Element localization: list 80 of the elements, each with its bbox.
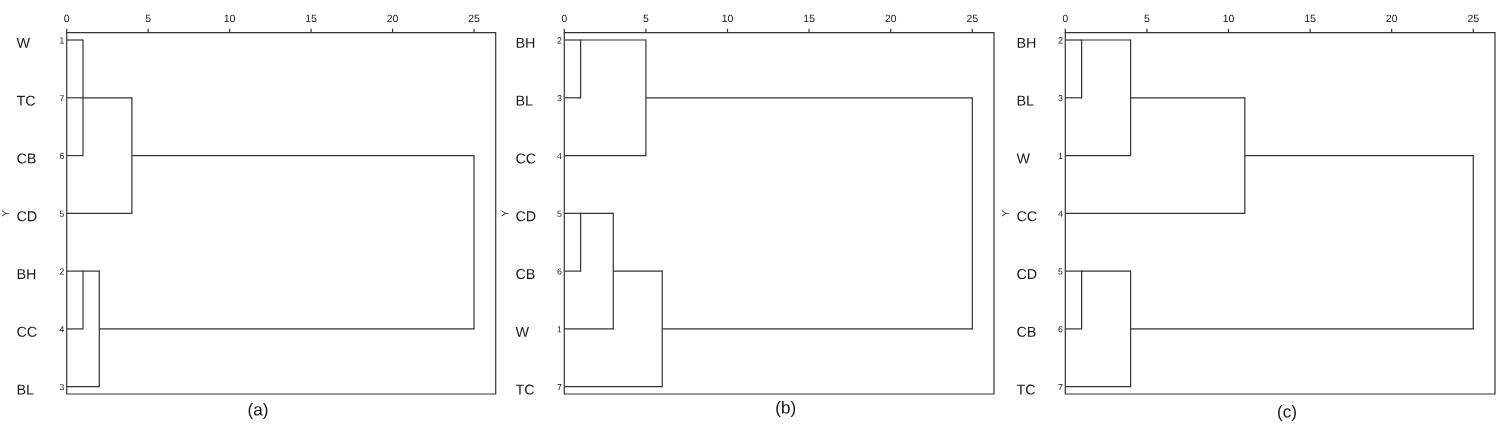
branch-line bbox=[1064, 39, 1083, 41]
leaf-label: CD 5 bbox=[17, 210, 64, 222]
branch-line bbox=[563, 212, 582, 214]
leaf-label: BL 3 bbox=[17, 383, 64, 395]
branch-line bbox=[1064, 386, 1132, 388]
branch-line bbox=[66, 270, 84, 272]
branch-line bbox=[661, 328, 973, 330]
branch-line bbox=[66, 154, 84, 157]
leaf-label: CC 4 bbox=[1017, 210, 1063, 222]
branch-line bbox=[1244, 154, 1474, 157]
branch-line bbox=[1064, 212, 1246, 214]
branch-line bbox=[82, 97, 133, 99]
tick-label: 10 bbox=[1223, 14, 1234, 23]
branch-line bbox=[563, 154, 647, 157]
branch-line bbox=[563, 39, 582, 41]
tick-label: 10 bbox=[722, 14, 733, 23]
branch-line bbox=[1064, 97, 1083, 99]
leaf-label: BL 3 bbox=[516, 95, 562, 106]
leaf-label: TC 7 bbox=[1016, 384, 1063, 395]
tick-label: 15 bbox=[804, 14, 815, 23]
tick-label: 15 bbox=[1305, 14, 1316, 23]
leaf-label: CB 6 bbox=[1017, 326, 1063, 337]
branch-line bbox=[645, 97, 973, 99]
tick-label: 5 bbox=[145, 14, 151, 23]
leaf-label: CD 5 bbox=[516, 210, 562, 222]
leaf-label: TC 7 bbox=[515, 384, 562, 395]
branch-line bbox=[1064, 270, 1083, 272]
branch-line bbox=[612, 270, 663, 272]
tick-label: 20 bbox=[1386, 14, 1398, 23]
leaf-label: BL 3 bbox=[1017, 95, 1063, 106]
axis-label: Y bbox=[1002, 210, 1009, 217]
branch-line bbox=[563, 386, 663, 388]
leaf-label: CB 6 bbox=[17, 152, 64, 164]
branch-line bbox=[1064, 328, 1083, 330]
panel-caption: (a) bbox=[248, 403, 268, 419]
tick-label: 25 bbox=[468, 14, 480, 23]
branch-line bbox=[1130, 97, 1246, 99]
leaf-label: BH 2 bbox=[17, 268, 64, 279]
branch-line bbox=[563, 97, 582, 99]
leaf-label: CC 4 bbox=[17, 326, 65, 337]
tick-label: 15 bbox=[306, 14, 317, 23]
leaf-label: CB 6 bbox=[516, 268, 562, 280]
leaf-label: W 1 bbox=[16, 37, 64, 48]
axis-label: Y bbox=[501, 210, 509, 217]
branch-line bbox=[66, 328, 84, 330]
branch-line bbox=[580, 39, 647, 41]
branch-line bbox=[563, 270, 582, 272]
axis-label: Y bbox=[2, 210, 9, 217]
branch-line bbox=[1081, 270, 1132, 272]
tick-label: 10 bbox=[224, 14, 235, 23]
leaf-label: W 1 bbox=[1016, 152, 1063, 164]
tick-label: 0 bbox=[64, 14, 70, 23]
branch-line bbox=[1064, 154, 1132, 157]
leaf-label: CD 5 bbox=[1017, 268, 1063, 280]
panel-caption: (c) bbox=[1278, 405, 1296, 421]
tick-label: 20 bbox=[387, 14, 398, 23]
leaf-label: W 1 bbox=[515, 326, 562, 337]
branch-line bbox=[98, 328, 475, 330]
branch-line bbox=[66, 39, 84, 41]
leaf-label: BH 2 bbox=[1017, 37, 1063, 48]
tick-label: 25 bbox=[967, 14, 978, 23]
branch-line bbox=[1130, 328, 1474, 330]
panel-caption: (b) bbox=[776, 401, 796, 417]
branch-line bbox=[131, 154, 475, 157]
branch-line bbox=[66, 212, 133, 214]
tick-label: 5 bbox=[643, 14, 649, 23]
leaf-label: CC 4 bbox=[516, 152, 562, 164]
tick-label: 0 bbox=[1062, 14, 1068, 23]
branch-line bbox=[1081, 39, 1132, 41]
branch-line bbox=[580, 212, 614, 214]
leaf-label: BH 2 bbox=[516, 37, 562, 48]
tick-label: 20 bbox=[885, 14, 897, 23]
tick-label: 0 bbox=[561, 14, 567, 23]
branch-line bbox=[66, 386, 100, 388]
tick-label: 25 bbox=[1468, 14, 1479, 23]
tick-label: 5 bbox=[1144, 14, 1150, 23]
leaf-label: TC 7 bbox=[16, 95, 64, 106]
branch-line bbox=[82, 270, 100, 272]
branch-line bbox=[66, 97, 84, 99]
branch-line bbox=[563, 328, 614, 330]
